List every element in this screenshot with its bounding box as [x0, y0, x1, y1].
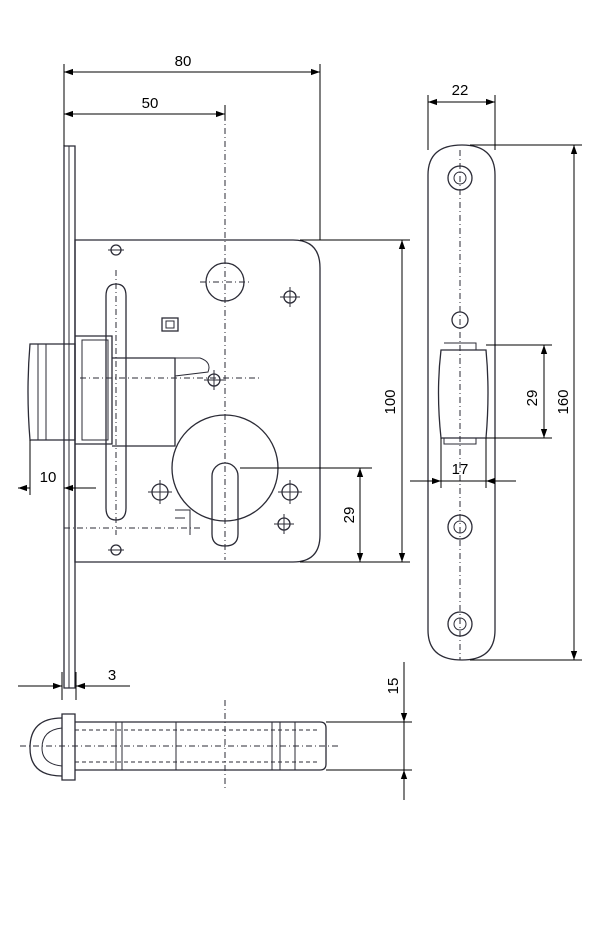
fixing-holes [108, 244, 302, 556]
dim-strike-opening-height: 29 [524, 390, 541, 407]
dimension-labels: 80 50 100 29 10 3 22 160 29 17 15 [40, 53, 572, 694]
dim-case-height: 100 [382, 389, 399, 414]
lock-case [74, 239, 321, 563]
dim-forend-thickness: 3 [108, 667, 116, 684]
lock-top-view [20, 700, 340, 790]
strike-plate [427, 144, 496, 661]
dim-backset: 50 [142, 95, 159, 112]
latch-bolt [27, 335, 210, 447]
dim-strike-opening-width: 17 [452, 461, 469, 478]
forend-plate [63, 145, 76, 689]
lock-front-view [27, 115, 321, 689]
spindle-hole [205, 262, 245, 302]
dim-overall-width: 80 [175, 53, 192, 70]
dim-bolt-depth: 15 [385, 678, 402, 695]
dim-strike-height: 160 [555, 389, 572, 414]
dimension-lines [18, 64, 582, 800]
dim-cylinder-offset: 29 [341, 507, 358, 524]
dim-strike-width: 22 [452, 82, 469, 99]
dim-latch-projection: 10 [40, 469, 57, 486]
strike-opening [437, 349, 489, 439]
lever-slot [105, 283, 127, 521]
